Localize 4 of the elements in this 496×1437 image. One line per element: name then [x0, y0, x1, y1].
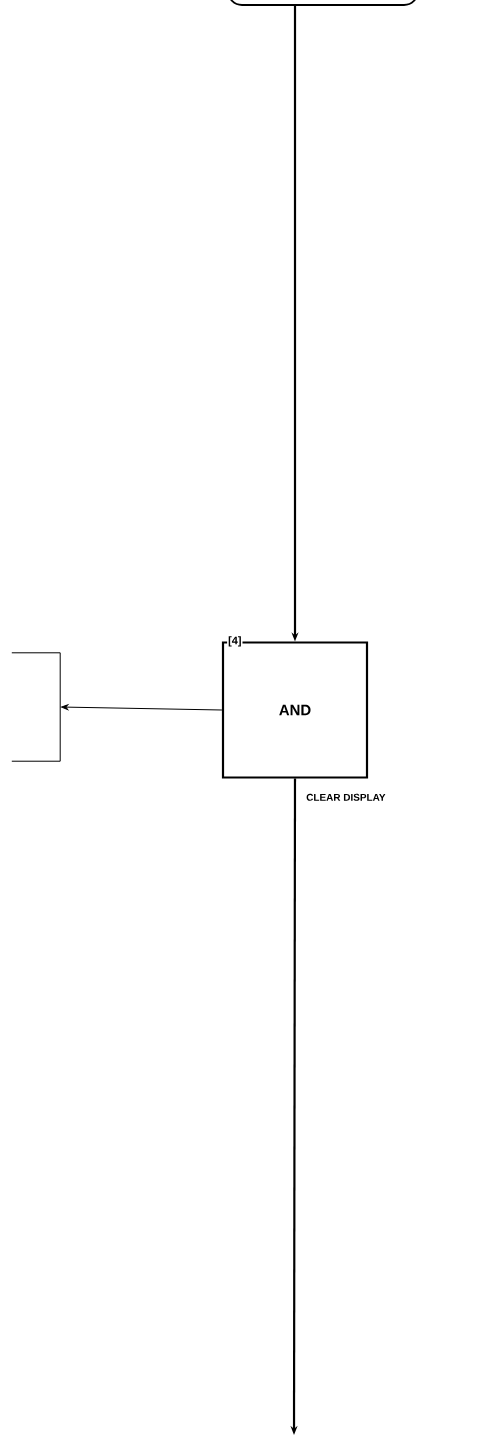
- step-number: [4]: [227, 635, 243, 648]
- arrow: [61, 704, 223, 711]
- edge-label: CLEAR DISPLAY: [306, 793, 386, 801]
- bracket-box: [11, 652, 61, 762]
